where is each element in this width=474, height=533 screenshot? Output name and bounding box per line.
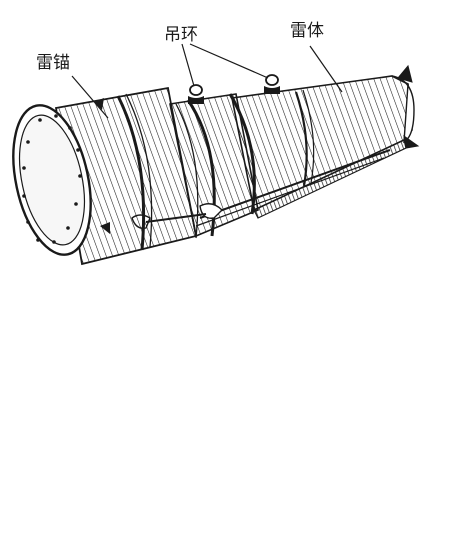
lifting-rings	[188, 74, 280, 104]
label-anchor: 雷锚	[36, 53, 70, 73]
end-cap-bolts	[22, 114, 82, 244]
leader-ring-front	[181, 43, 195, 87]
lifting-ring-rear	[265, 74, 279, 86]
mine-anchor	[12, 86, 198, 266]
label-lifting-rings: 吊环	[164, 25, 198, 45]
leader-ring-rear	[189, 43, 269, 79]
leader-body	[309, 45, 343, 93]
label-mine-body: 雷体	[290, 21, 324, 41]
leader-lines	[71, 43, 343, 119]
leader-anchor	[71, 75, 109, 119]
lifting-ring-front	[189, 84, 203, 96]
